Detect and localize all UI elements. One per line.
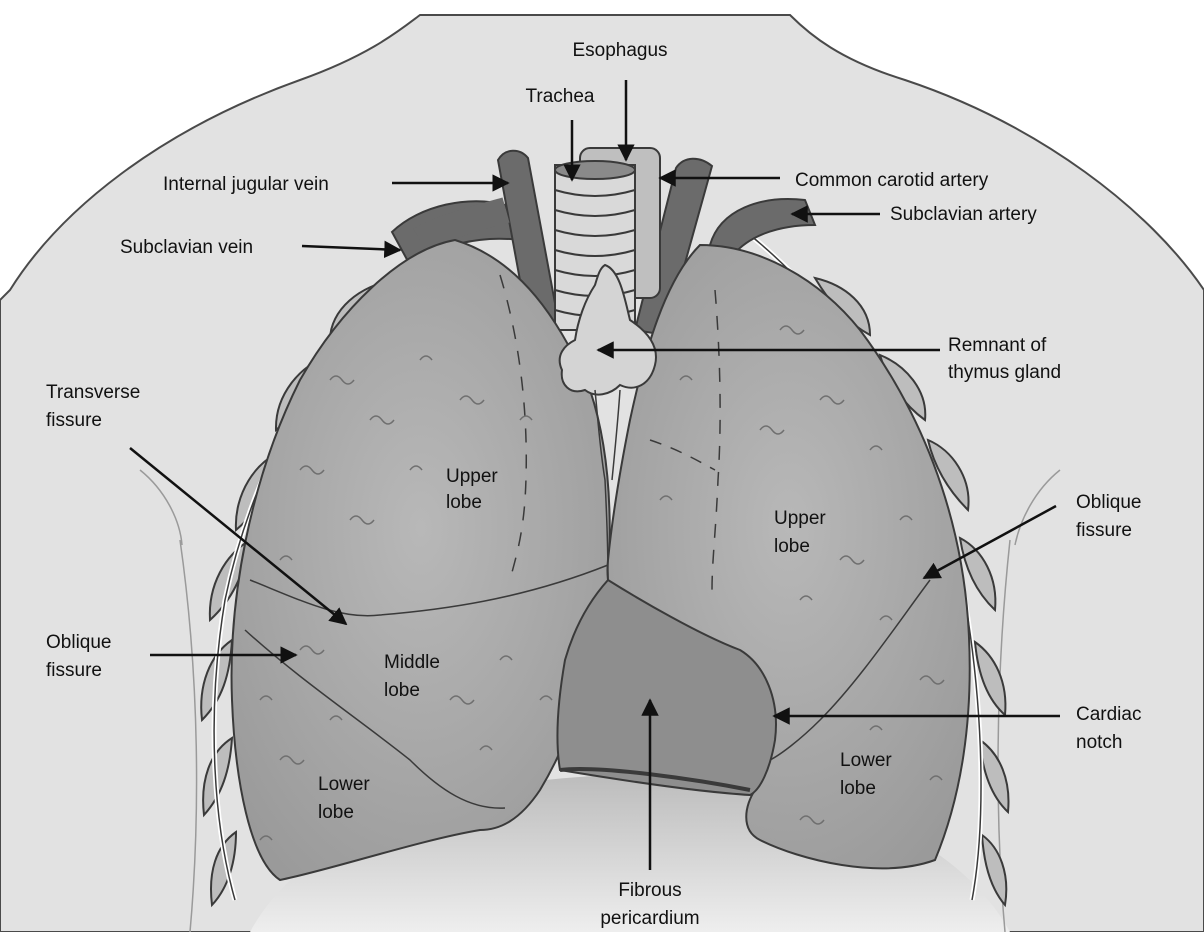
label-trachea: Trachea xyxy=(526,86,595,107)
label-middle-lobe-line1: Middle xyxy=(384,652,440,673)
label-upper-lobe-right-line2: lobe xyxy=(774,536,810,557)
label-lower-lobe-left-line1: Lower xyxy=(318,774,370,795)
label-thymus-line2: thymus gland xyxy=(948,362,1061,383)
label-thymus-line1: Remnant of xyxy=(948,335,1047,356)
label-cardiac-notch-line2: notch xyxy=(1076,732,1122,753)
label-subclavian-artery: Subclavian artery xyxy=(890,204,1037,225)
label-upper-lobe-left-line2: lobe xyxy=(446,492,482,513)
label-fibrous-pericardium-line2: pericardium xyxy=(600,908,699,929)
label-transverse-fissure-line2: fissure xyxy=(46,410,102,431)
label-middle-lobe-line2: lobe xyxy=(384,680,420,701)
label-oblique-fissure-left-line2: fissure xyxy=(46,660,102,681)
label-oblique-fissure-right-line2: fissure xyxy=(1076,520,1132,541)
label-internal-jugular-vein: Internal jugular vein xyxy=(163,174,329,195)
label-subclavian-vein: Subclavian vein xyxy=(120,237,253,258)
label-upper-lobe-left-line1: Upper xyxy=(446,466,498,487)
label-fibrous-pericardium-line1: Fibrous xyxy=(618,880,681,901)
label-lower-lobe-left-line2: lobe xyxy=(318,802,354,823)
label-oblique-fissure-left-line1: Oblique xyxy=(46,632,112,653)
label-transverse-fissure-line1: Transverse xyxy=(46,382,140,403)
label-esophagus: Esophagus xyxy=(572,40,667,61)
label-lower-lobe-right-line1: Lower xyxy=(840,750,892,771)
label-cardiac-notch-line1: Cardiac xyxy=(1076,704,1141,725)
label-lower-lobe-right-line2: lobe xyxy=(840,778,876,799)
label-common-carotid-artery: Common carotid artery xyxy=(795,170,989,191)
label-upper-lobe-right-line1: Upper xyxy=(774,508,826,529)
label-oblique-fissure-right-line1: Oblique xyxy=(1076,492,1142,513)
